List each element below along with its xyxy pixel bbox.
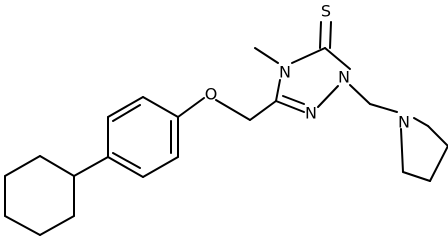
bond-o-aryl bbox=[177, 97, 205, 118]
bond-pyr-2 bbox=[402, 171, 431, 182]
bond-pyr-4 bbox=[427, 125, 448, 147]
pyrrolidinylmethyl-linker bbox=[349, 84, 398, 113]
bond-ch2-n bbox=[369, 103, 398, 113]
bond-n4-methyl bbox=[254, 47, 279, 64]
bond-c5-n bbox=[275, 100, 305, 113]
bond-benz-5 bbox=[107, 96, 144, 118]
bond-c3-n1 bbox=[324, 47, 351, 70]
triazole-ring bbox=[254, 21, 351, 113]
bond-c5-ch2 bbox=[249, 100, 277, 121]
bond-c3-s-double bbox=[329, 21, 332, 49]
pyrrolidine-ring bbox=[400, 117, 448, 182]
bond-n-n1 bbox=[317, 85, 339, 108]
bond-cy-5 bbox=[4, 155, 41, 177]
bond-c3-s bbox=[319, 21, 322, 49]
bond-c5-n-double bbox=[282, 95, 305, 105]
bond-cy-2 bbox=[39, 215, 75, 236]
bond-pyr-5 bbox=[413, 117, 429, 127]
atom-n4-label: N bbox=[279, 63, 291, 82]
bond-pyr-1 bbox=[400, 128, 404, 173]
bond-benz-inner-3 bbox=[112, 104, 141, 122]
bond-c3-n4 bbox=[291, 47, 326, 64]
atom-n2-label: N bbox=[305, 104, 317, 123]
bond-n1-ch2 bbox=[349, 84, 371, 105]
bond-cy-6 bbox=[39, 155, 75, 177]
atom-oxygen-label: O bbox=[205, 85, 218, 104]
bond-n4-c5 bbox=[275, 79, 281, 102]
oxymethyl-linker bbox=[177, 97, 277, 121]
bond-benz-3 bbox=[107, 156, 144, 178]
bond-ch2-o bbox=[215, 99, 251, 121]
bond-benz-inner-2 bbox=[112, 152, 141, 169]
bond-aryl-cy bbox=[73, 156, 109, 177]
cyclohexyl-ring bbox=[4, 155, 109, 236]
bond-benz-6 bbox=[142, 96, 179, 118]
bond-cy-3 bbox=[4, 215, 41, 236]
bond-pyr-3 bbox=[429, 145, 448, 182]
atom-pyrrolidine-n-label: N bbox=[398, 113, 410, 132]
benzene-ring bbox=[107, 96, 179, 178]
atom-n1-label: N bbox=[338, 68, 350, 87]
atom-sulfur-label: S bbox=[321, 2, 331, 21]
bond-benz-2 bbox=[142, 156, 179, 178]
